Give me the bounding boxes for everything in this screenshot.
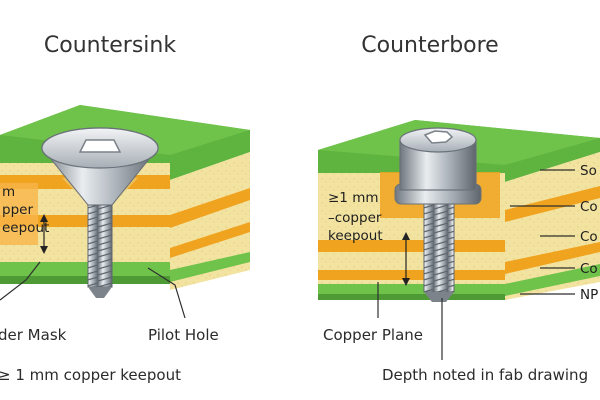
left-side-face: [170, 152, 250, 290]
right-copper-layer-2: [318, 270, 505, 280]
left-keepout-line-1: m: [2, 184, 15, 200]
depth-arrow: [402, 232, 410, 286]
copper-plane-label: Copper Plane: [323, 326, 423, 344]
right-keepout-line-1: ≥1 mm: [328, 190, 379, 206]
pilot-hole-leader: [147, 267, 186, 319]
left-keepout-arrow: [40, 214, 48, 254]
left-bottom-mask: [0, 262, 170, 276]
right-bottom-mask: [318, 284, 505, 294]
pilot-hole-label: Pilot Hole: [148, 326, 219, 344]
side-label-solder: So: [580, 163, 597, 179]
hex-socket-icon: [423, 130, 454, 144]
depth-note-label: Depth noted in fab drawing: [382, 366, 588, 384]
side-label-copper-1: Co: [580, 199, 598, 215]
right-keepout-line-2: –copper: [328, 210, 382, 226]
right-keepout-line-3: keepout: [328, 228, 383, 244]
left-keepout-zone: [0, 183, 38, 245]
left-keepout-line-2: pper: [2, 202, 33, 218]
phillips-recess-icon: [78, 139, 122, 153]
side-label-copper-2: Co: [580, 229, 598, 245]
counterbore-title: Counterbore: [361, 33, 498, 58]
left-keepout-line-3: eepout: [2, 220, 49, 236]
solder-mask-label: der Mask: [0, 326, 67, 344]
countersink-title: Countersink: [44, 33, 176, 58]
countersink-footnote: ≥ 1 mm copper keepout: [0, 366, 181, 384]
counterbore-screw: [394, 127, 482, 302]
solder-mask-leader: [0, 261, 41, 301]
right-layer-leaders: [510, 169, 575, 295]
side-label-copper-3: Co: [580, 261, 598, 277]
side-label-np: NP: [580, 287, 598, 303]
countersink-screw: [40, 127, 160, 298]
right-copper-layer-1: [318, 240, 505, 252]
